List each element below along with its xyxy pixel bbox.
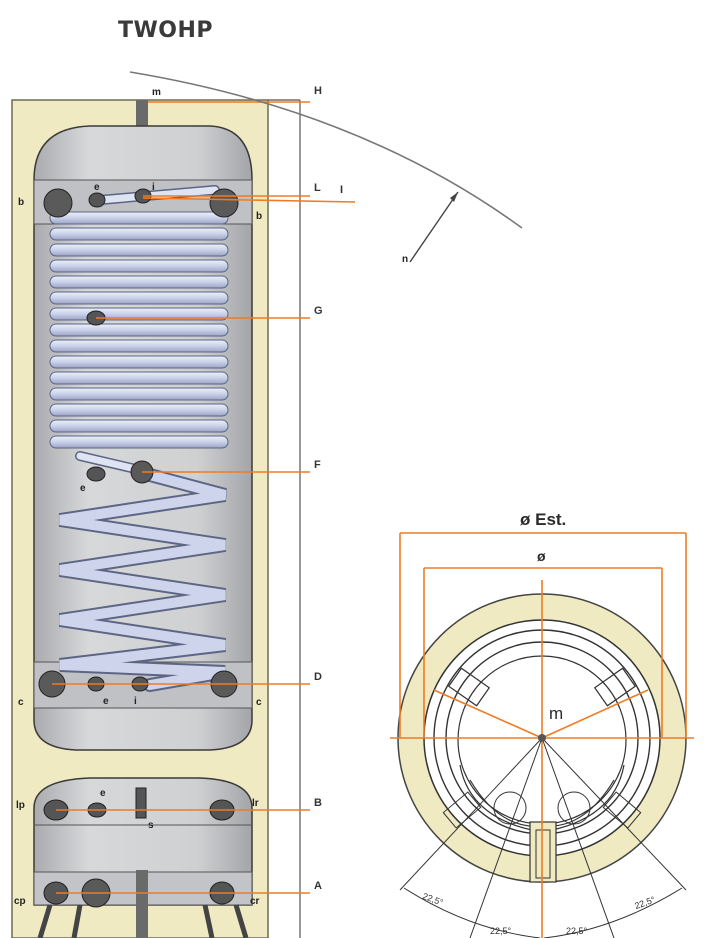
label-H: H: [314, 85, 322, 97]
upper-coil: [49, 185, 229, 475]
tank-legs: [37, 904, 249, 938]
bottom-pipe: [136, 870, 148, 938]
label-e-bottom: e: [103, 696, 109, 707]
label-c-right: c: [256, 697, 262, 708]
label-c-left: c: [18, 697, 24, 708]
label-b-right: b: [256, 211, 262, 222]
label-e-mid: e: [80, 483, 86, 494]
label-L: L: [314, 182, 321, 194]
clearance-arc: [129, 71, 523, 229]
top-pipe-m: [136, 100, 148, 128]
plan-center: [538, 734, 546, 742]
connection-b-right: [209, 188, 239, 218]
label-F: F: [314, 459, 321, 471]
outer-diameter-label: ø Est.: [520, 510, 566, 529]
angle-label-3: 22,5°: [566, 926, 588, 936]
label-cp: cp: [14, 896, 26, 907]
connection-b-left: [43, 188, 73, 218]
connection-e-mid: [86, 466, 106, 482]
label-B: B: [314, 797, 322, 809]
angle-label-2: 22,5°: [490, 926, 512, 936]
label-G: G: [314, 305, 323, 317]
label-A: A: [314, 880, 322, 892]
label-s: s: [148, 820, 154, 831]
height-leaders: [52, 101, 356, 894]
label-m-top: m: [152, 87, 161, 98]
inner-diameter-label: ø: [537, 548, 546, 564]
lower-coil: [58, 468, 227, 692]
diagram-title: TWOHP: [118, 18, 214, 43]
clearance-arrowhead: [450, 192, 458, 202]
plan-dimensions: [390, 532, 694, 938]
label-e-top: e: [94, 182, 100, 193]
label-D: D: [314, 671, 322, 683]
connection-e-top: [88, 192, 106, 208]
sensor-s: [135, 787, 147, 819]
label-cr: cr: [250, 896, 260, 907]
label-lp: lp: [16, 800, 25, 811]
label-lr: lr: [252, 798, 259, 809]
label-I: I: [340, 184, 343, 196]
label-b-left: b: [18, 197, 24, 208]
clearance-arrow: [409, 191, 459, 263]
label-e-secondary: e: [100, 788, 106, 799]
label-i-bottom: i: [134, 696, 137, 707]
label-n: n: [402, 254, 408, 265]
label-i-top: i: [152, 182, 155, 193]
plan-center-label: m: [549, 704, 563, 723]
